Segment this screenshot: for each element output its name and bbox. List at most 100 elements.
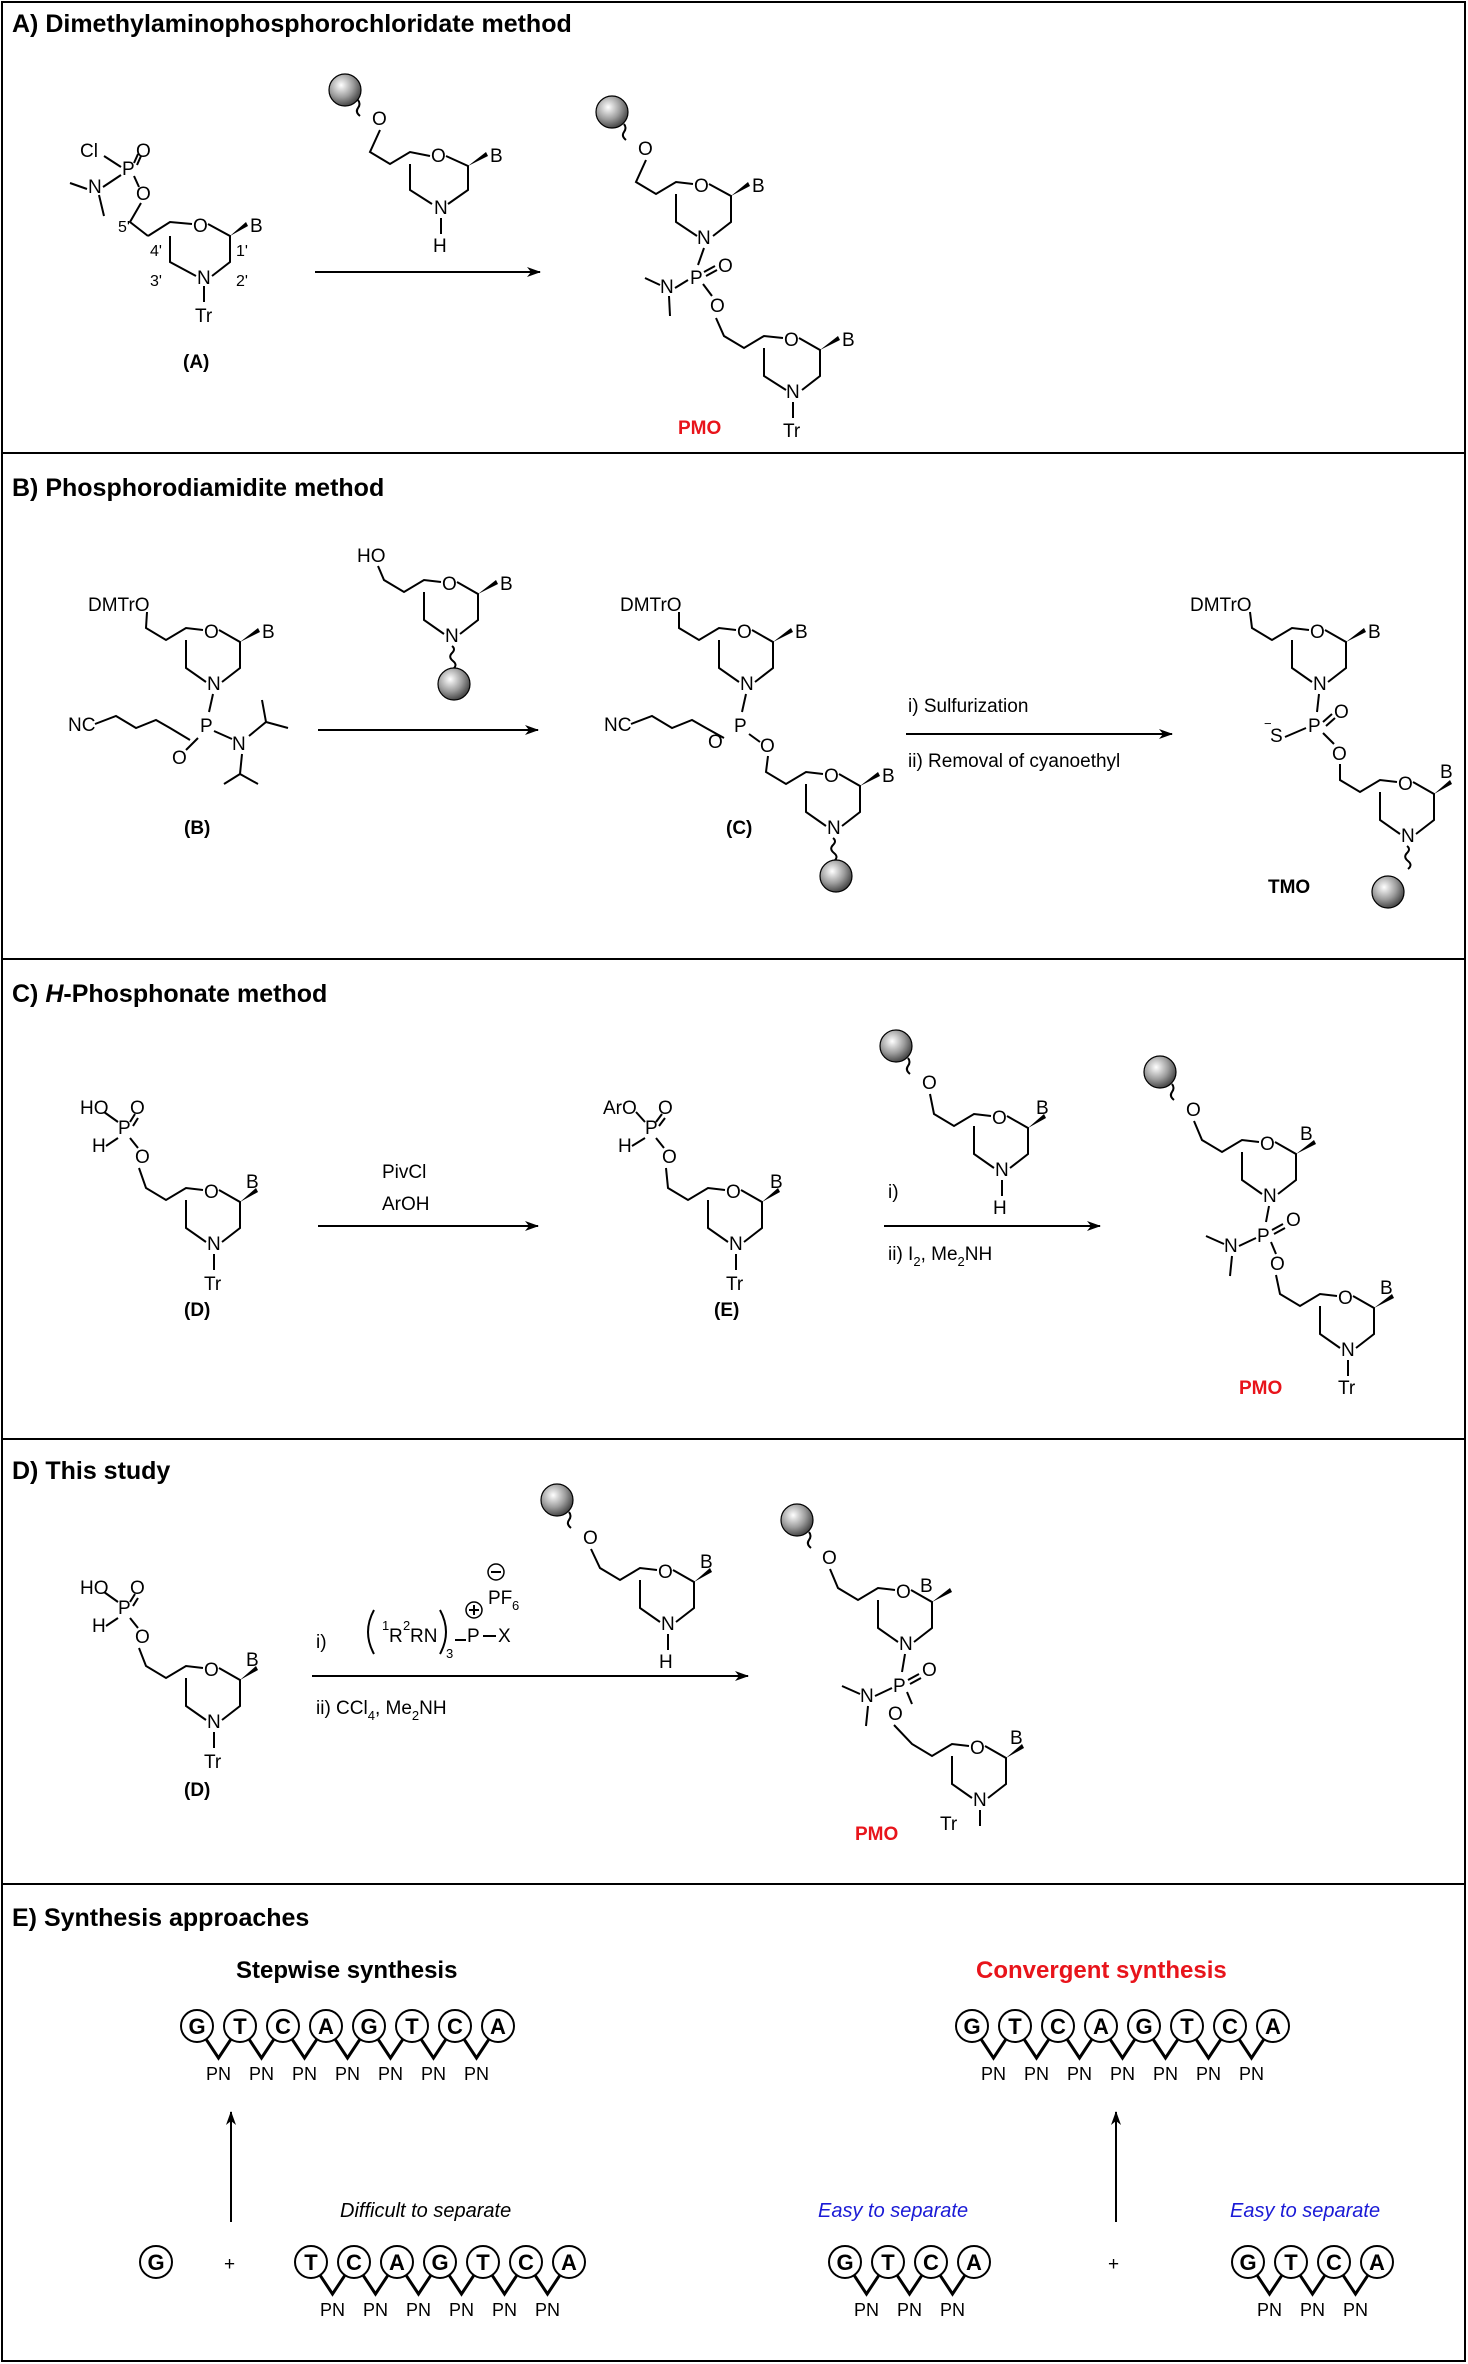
svg-text:O: O — [658, 1098, 673, 1119]
svg-text:N: N — [1341, 1340, 1355, 1361]
svg-text:P: P — [200, 716, 213, 737]
svg-text:N: N — [207, 1712, 221, 1733]
svg-text:N: N — [207, 674, 221, 695]
nucleotide-circle — [1127, 2009, 1161, 2043]
svg-text:O: O — [204, 1182, 219, 1203]
svg-text:O: O — [1338, 1288, 1353, 1309]
nucleotide-circle — [294, 2245, 328, 2279]
pn-label: PN — [449, 2300, 474, 2320]
pn-linkage — [938, 2273, 967, 2297]
svg-text:Tr: Tr — [726, 1274, 744, 1295]
nucleotide-letter: A — [1093, 2014, 1109, 2039]
product-c-label: PMO — [1239, 1378, 1282, 1399]
pn-label: PN — [492, 2300, 517, 2320]
svg-text:N: N — [232, 734, 246, 755]
svg-text:N: N — [1313, 674, 1327, 695]
pn-label: PN — [897, 2300, 922, 2320]
svg-text:N: N — [827, 818, 841, 839]
svg-text:O: O — [784, 330, 799, 351]
svg-text:P: P — [734, 716, 747, 737]
svg-text:N: N — [445, 626, 459, 647]
svg-text:DMTrO: DMTrO — [88, 595, 150, 616]
panel-a-frame — [1, 1, 1466, 454]
svg-text:O: O — [922, 1660, 937, 1681]
svg-text:O: O — [992, 1108, 1007, 1129]
svg-text:O: O — [888, 1704, 903, 1725]
nucleotide-letter: C — [1222, 2014, 1238, 2039]
svg-text:B: B — [1010, 1728, 1023, 1749]
panel-d-frame — [1, 1438, 1466, 1885]
svg-text:B: B — [842, 330, 855, 351]
nucleotide-circle — [139, 2245, 173, 2279]
nucleotide-letter: G — [963, 2014, 980, 2039]
svg-text:P: P — [118, 1598, 131, 1619]
plus-convergent: + — [1108, 2254, 1119, 2275]
svg-text:Tr: Tr — [204, 1752, 222, 1773]
nucleotide-circle — [380, 2245, 414, 2279]
svg-text:B: B — [752, 176, 765, 197]
svg-text:HO: HO — [357, 546, 386, 567]
reagent-a-structure: O O N H B — [328, 73, 503, 257]
pn-label: PN — [1024, 2064, 1049, 2084]
svg-text:N: N — [729, 1234, 743, 1255]
svg-text:O: O — [1286, 1210, 1301, 1231]
svg-text:B: B — [700, 1552, 713, 1573]
pn-linkage — [1341, 2273, 1370, 2297]
compound-a-label: (A) — [183, 352, 209, 373]
pn-label: PN — [1300, 2300, 1325, 2320]
panel-e-frame — [1, 1883, 1466, 2362]
svg-text:P: P — [645, 1118, 658, 1139]
pn-linkage — [333, 2037, 362, 2061]
panel-e-heading: E) Synthesis approaches — [12, 1904, 309, 1932]
pn-label: PN — [535, 2300, 560, 2320]
nucleotide-circle — [423, 2245, 457, 2279]
nucleotide-letter: A — [490, 2014, 506, 2039]
easy-label-1: Easy to separate — [818, 2200, 968, 2222]
nucleotide-circle — [552, 2245, 586, 2279]
nucleotide-letter: G — [1135, 2014, 1152, 2039]
svg-text:P: P — [467, 1626, 480, 1647]
nucleotide-letter: A — [1369, 2250, 1385, 2275]
compound-c-label: (C) — [726, 818, 752, 839]
pn-label: PN — [1257, 2300, 1282, 2320]
pn-linkage — [1255, 2273, 1284, 2297]
nucleotide-circle — [955, 2009, 989, 2043]
nucleotide-letter: G — [431, 2250, 448, 2275]
svg-text:Tr: Tr — [204, 1274, 222, 1295]
svg-text:H: H — [993, 1198, 1007, 1219]
svg-text:O: O — [1398, 774, 1413, 795]
svg-text:H: H — [659, 1652, 673, 1673]
svg-text:2: 2 — [403, 1618, 410, 1633]
reagent-d-structure: O O N H B — [540, 1483, 713, 1673]
svg-text:B: B — [770, 1172, 783, 1193]
stepwise-monomer: G — [139, 2245, 173, 2279]
product-a-label: PMO — [678, 418, 721, 439]
product-b-structure: DMTrO O N B P O − S O O N B — [1190, 595, 1453, 909]
compound-b-label: (B) — [184, 818, 210, 839]
svg-text:O: O — [896, 1582, 911, 1603]
convergent-title: Convergent synthesis — [976, 1957, 1227, 1984]
pn-linkage — [290, 2037, 319, 2061]
svg-text:P: P — [1308, 716, 1321, 737]
easy-label-2: Easy to separate — [1230, 2200, 1380, 2222]
nucleotide-letter: C — [275, 2014, 291, 2039]
pn-linkage — [1151, 2037, 1180, 2061]
svg-text:N: N — [899, 1634, 913, 1655]
nucleotide-circle — [914, 2245, 948, 2279]
nucleotide-circle — [828, 2245, 862, 2279]
pn-label: PN — [335, 2064, 360, 2084]
pos-3prime: 3' — [150, 273, 162, 290]
svg-text:O: O — [135, 1627, 150, 1648]
nucleotide-circle — [1084, 2009, 1118, 2043]
pn-label: PN — [421, 2064, 446, 2084]
svg-text:B: B — [795, 622, 808, 643]
svg-text:N: N — [697, 228, 711, 249]
svg-text:RN: RN — [410, 1626, 437, 1647]
compound-e-structure: ArO P O H O O N B Tr — [603, 1098, 783, 1295]
svg-text:B: B — [1440, 762, 1453, 783]
nucleotide-letter: G — [147, 2250, 164, 2275]
svg-text:O: O — [204, 622, 219, 643]
pn-linkage — [419, 2037, 448, 2061]
svg-text:N: N — [660, 277, 674, 298]
svg-text:O: O — [1260, 1134, 1275, 1155]
